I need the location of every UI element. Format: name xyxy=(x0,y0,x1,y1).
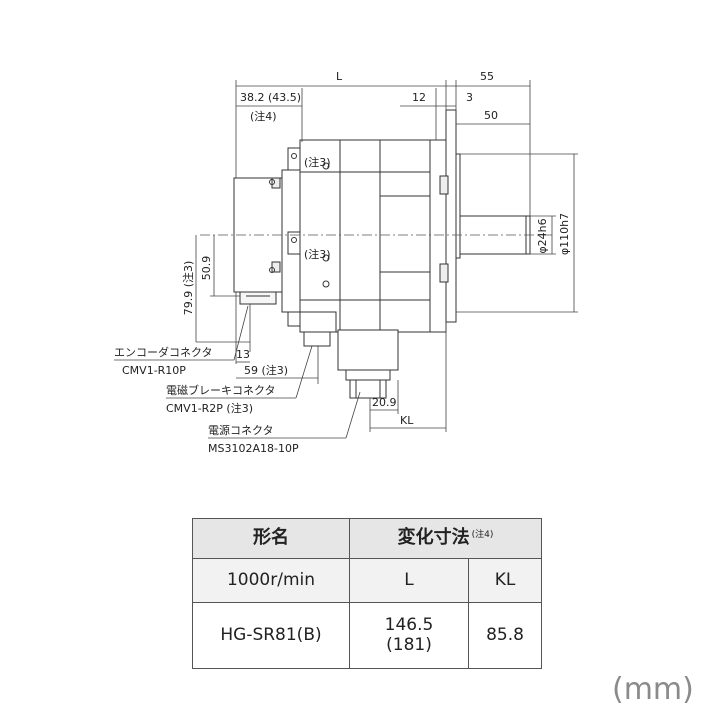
table-L-value-cell: 146.5(181) xyxy=(349,602,469,669)
power-connector-part: MS3102A18-10P xyxy=(208,442,299,455)
unit-label: (mm) xyxy=(612,672,694,707)
dim-12: 12 xyxy=(412,91,426,104)
dim-phi110: φ110h7 xyxy=(558,213,571,255)
table-speed-cell: 1000r/min xyxy=(192,558,350,603)
dim-note3-upper: (注3) xyxy=(304,155,331,169)
dim-L: L xyxy=(336,70,343,83)
encoder-connector xyxy=(239,291,277,305)
dim-50-9: 50.9 xyxy=(200,256,213,281)
flange xyxy=(445,109,457,323)
power-connector-name: 電源コネクタ xyxy=(208,423,274,437)
dimension-table: 形名 変化寸法(注4) 1000r/min L KL HG-SR81(B) 14… xyxy=(192,518,542,669)
table-header-model: 形名 xyxy=(192,518,350,559)
power-connector xyxy=(337,329,399,371)
encoder-connector-part: CMV1-R10P xyxy=(122,364,186,377)
dim-20-9: 20.9 xyxy=(372,396,397,409)
motor-dimension-drawing: L 55 38.2 (43.5) (注4) 12 3 50 φ24h6 φ110… xyxy=(114,70,578,455)
table-L-value-alt: (181) xyxy=(386,634,432,655)
dim-KL: KL xyxy=(400,414,414,427)
dim-59: 59 (注3) xyxy=(244,363,288,377)
table-col-KL: KL xyxy=(468,558,542,603)
brake-connector xyxy=(303,331,331,347)
dim-79-9: 79.9 (注3) xyxy=(181,261,195,316)
dim-note3-middle: (注3) xyxy=(304,247,331,261)
dim-55: 55 xyxy=(480,70,494,83)
table-header-variable-label: 変化寸法 xyxy=(397,527,470,549)
table-header-variable: 変化寸法(注4) xyxy=(349,518,542,559)
table-header-note: (注4) xyxy=(471,530,494,541)
brake-connector-part: CMV1-R2P (注3) xyxy=(166,401,253,415)
dim-phi24: φ24h6 xyxy=(536,218,549,253)
brake-connector-name: 電磁ブレーキコネクタ xyxy=(166,383,276,397)
table-col-L: L xyxy=(349,558,469,603)
table-model-cell: HG-SR81(B) xyxy=(192,602,350,669)
table-L-value: 146.5 xyxy=(384,614,434,635)
dim-13: 13 xyxy=(236,348,250,361)
dim-note4: (注4) xyxy=(250,109,277,123)
encoder-connector-name: エンコーダコネクタ xyxy=(114,345,213,359)
dim-50: 50 xyxy=(484,109,498,122)
dim-3: 3 xyxy=(466,91,473,104)
table-KL-value-cell: 85.8 xyxy=(468,602,542,669)
dim-38-2: 38.2 (43.5) xyxy=(240,91,301,104)
